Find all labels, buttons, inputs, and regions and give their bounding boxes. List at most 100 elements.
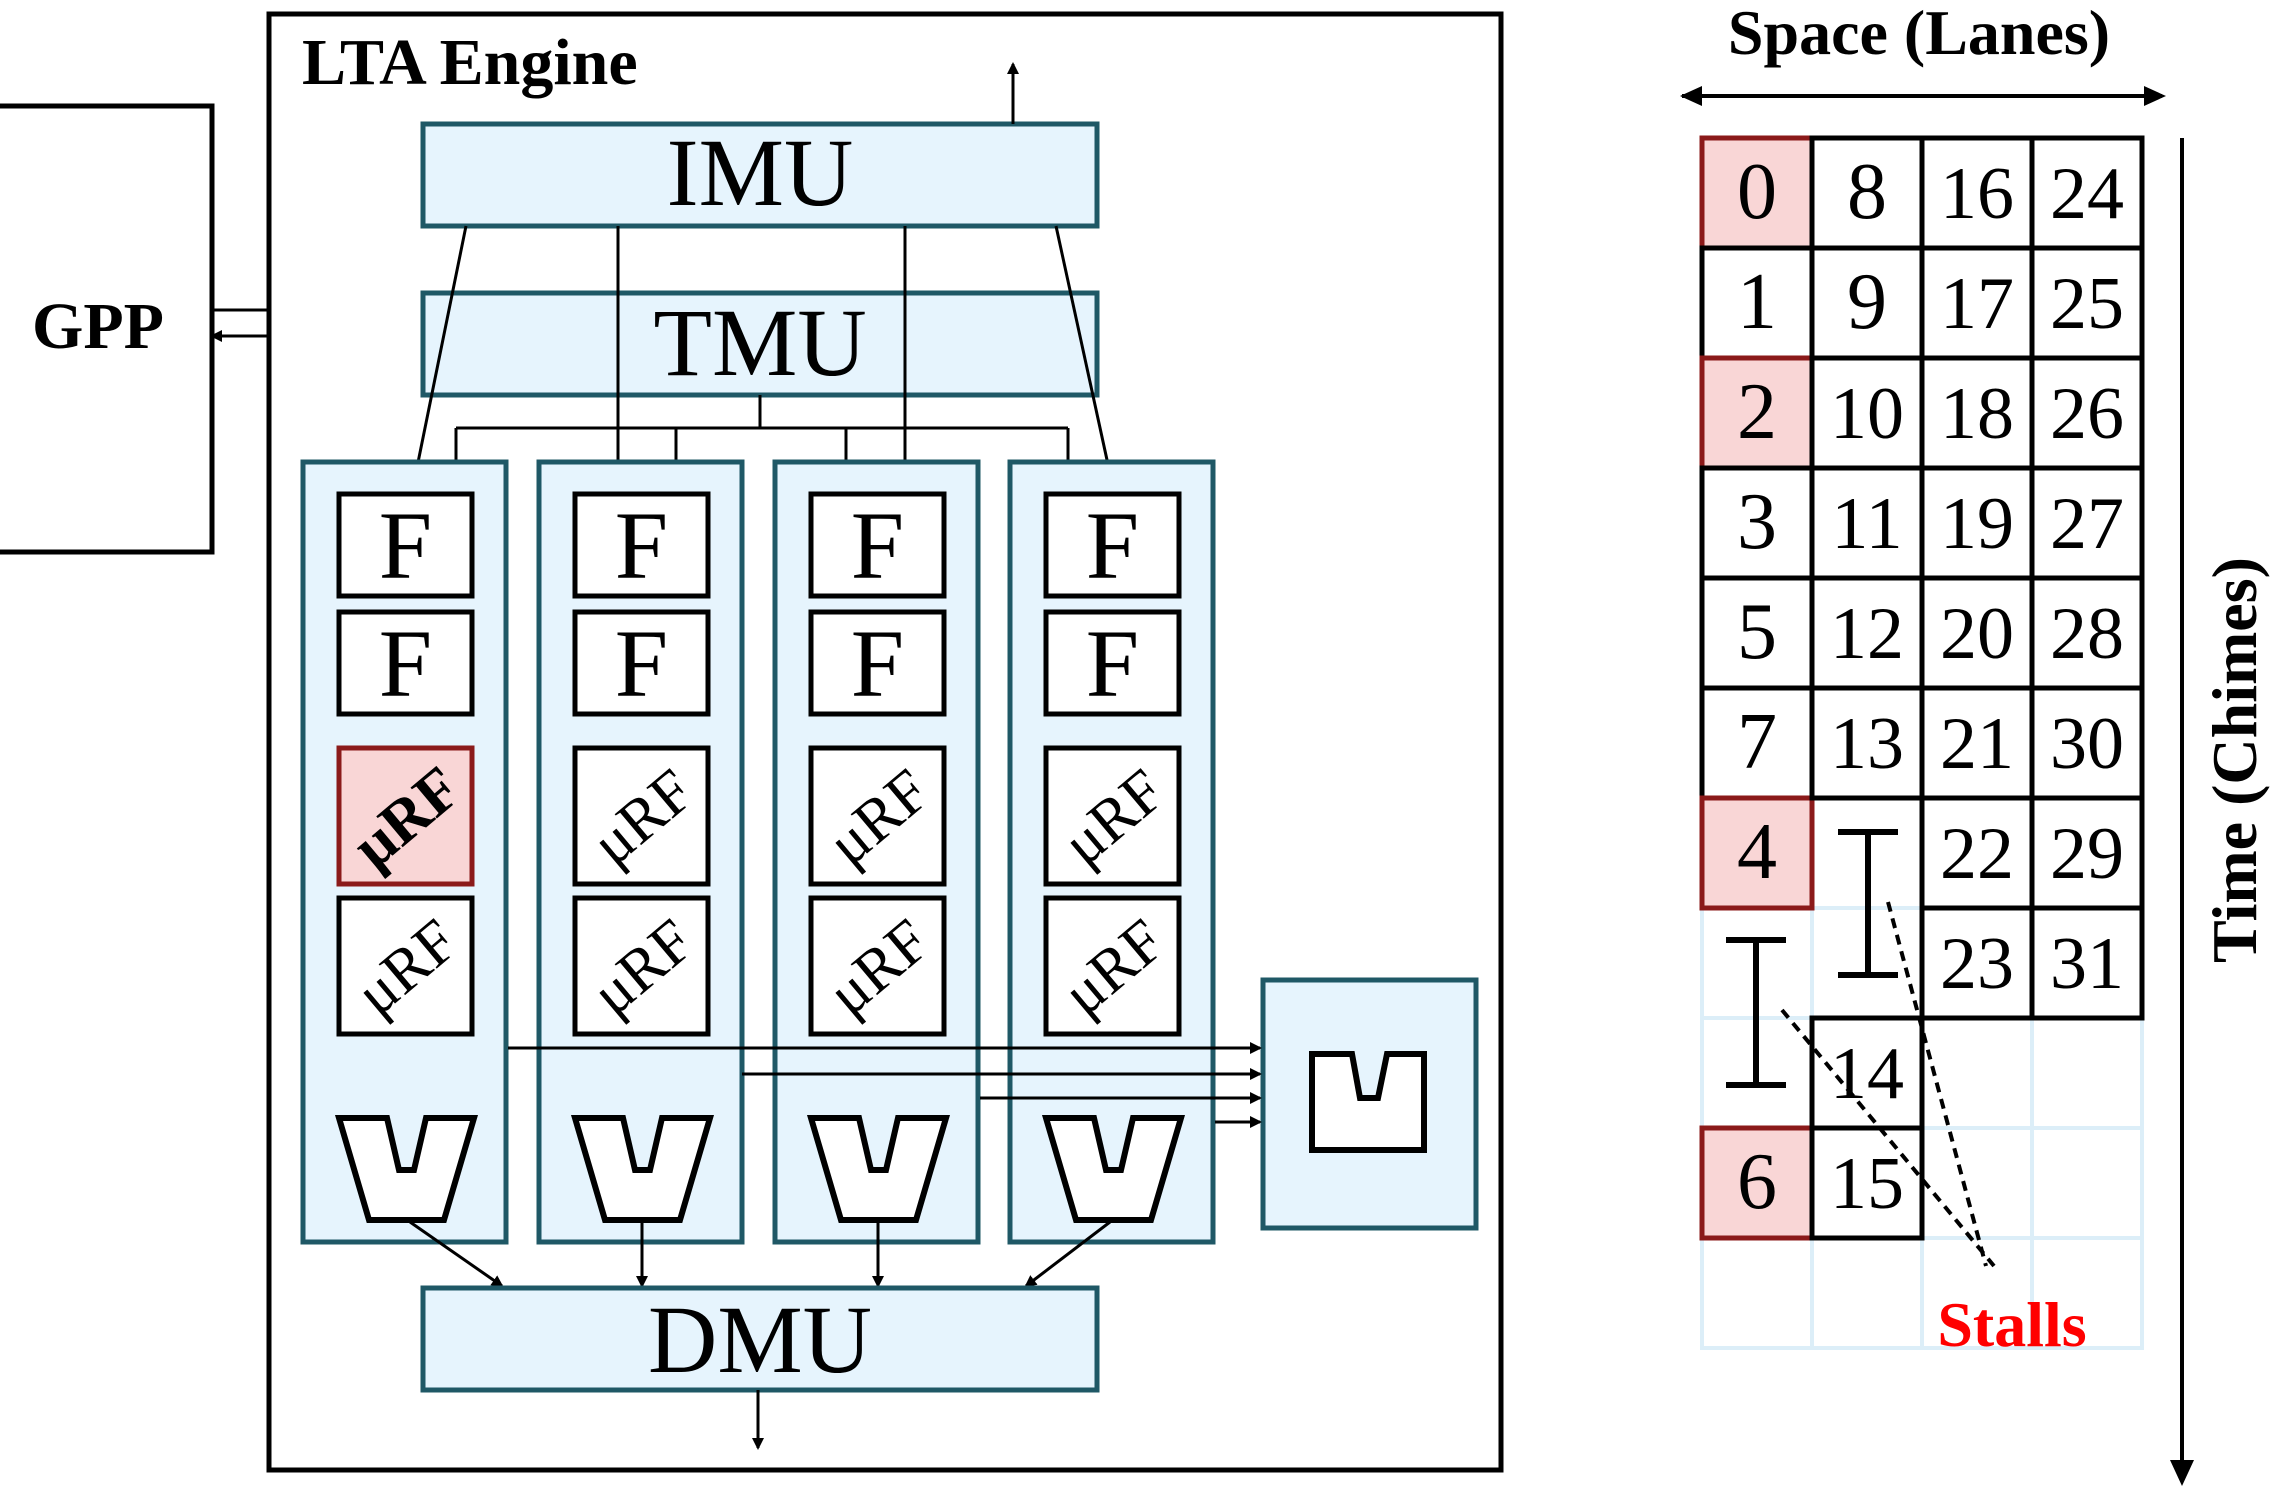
schedule-cell-value: 9 [1847,258,1887,346]
ghost-cell [1810,1236,1924,1350]
functional-unit-label: F [379,610,432,717]
schedule-grid: 0123574689101112131415161718192021222324… [1699,135,2145,1350]
schedule-cell [2029,245,2145,361]
functional-unit-box [336,491,475,599]
schedule-cell-highlighted [1699,1125,1815,1241]
register-file-box [572,745,711,887]
functional-unit-box [572,609,711,717]
schedule-cell-value: 25 [2050,263,2124,345]
schedule-cell-value: 0 [1737,148,1777,236]
engine-title: LTA Engine [302,26,638,99]
space-label: Space (Lanes) [1728,0,2110,68]
schedule-cell-value: 8 [1847,148,1887,236]
schedule-cell-value: 17 [1940,263,2014,345]
lane-column-2: 16 17 18 19 20 21 22 23 [1919,135,2035,1021]
functional-unit-box [1043,491,1182,599]
schedule-cell-value: 28 [2050,593,2124,675]
stall-markers [1726,829,1898,1088]
schedule-cell [1919,685,2035,801]
register-file-box [572,895,711,1037]
schedule-cell-value: 18 [1940,373,2014,455]
schedule-cell [1809,1125,1925,1241]
schedule-cell-value: 21 [1940,703,2014,785]
schedule-cell-value: 16 [1940,153,2014,235]
schedule-cell-value: 20 [1940,593,2014,675]
schedule-cell-value: 15 [1830,1143,1904,1225]
functional-unit-label: F [1086,492,1139,599]
schedule-cell-value: 11 [1831,483,1902,565]
schedule-cell-value: 4 [1737,808,1777,896]
schedule-cell-value: 26 [2050,373,2124,455]
schedule-cell [2029,355,2145,471]
schedule-cell-value: 10 [1830,373,1904,455]
schedule-cell-value: 12 [1830,593,1904,675]
functional-unit-box [336,609,475,717]
register-file-box [808,745,947,887]
tmu-label: TMU [653,289,866,396]
functional-unit-box [1043,609,1182,717]
schedule-cell [1919,795,2035,911]
gpp-label: GPP [32,290,164,363]
schedule-cell-value: 22 [1940,813,2014,895]
reduction-unit [1260,977,1479,1231]
space-axis: Space (Lanes) [1680,0,2166,106]
schedule-cell-highlighted [1699,795,1815,911]
ghost-cell [1920,1126,2034,1240]
schedule-cell-value: 6 [1737,1138,1777,1226]
functional-unit-label: F [379,492,432,599]
schedule-cell [2029,575,2145,691]
schedule-cell-value: 31 [2050,923,2124,1005]
functional-unit-box [808,491,947,599]
dmu-label: DMU [648,1286,872,1393]
schedule-cell-value: 29 [2050,813,2124,895]
schedule-cell-value: 23 [1940,923,2014,1005]
schedule-cell-value: 19 [1940,483,2014,565]
register-file-box-highlighted [336,745,475,887]
gpp-block: GPP [0,103,215,555]
schedule-cell [2029,795,2145,911]
functional-unit-box [808,609,947,717]
tmu-unit: TMU [420,289,1100,398]
schedule-cell-value: 5 [1737,588,1777,676]
stalls-label: Stalls [1937,1289,2086,1360]
register-file-box [1043,745,1182,887]
alu-icon [1041,1115,1186,1223]
schedule-cell-value: 3 [1737,478,1777,566]
functional-unit-label: F [851,610,904,717]
schedule-cell [1919,575,2035,691]
schedule-cell-value: 24 [2050,153,2124,235]
functional-unit-label: F [851,492,904,599]
imu-label: IMU [667,119,854,226]
functional-unit-label: F [615,492,668,599]
schedule-cell [1809,135,1925,251]
imu-unit: IMU [420,119,1100,229]
imu-to-lanes [408,225,1118,494]
alu-icon [570,1115,715,1223]
schedule-cell-value: 2 [1737,368,1777,456]
reduction-icon [1309,1051,1427,1153]
register-file-box [808,895,947,1037]
schedule-cell [2029,685,2145,801]
register-file-box [1043,895,1182,1037]
functional-unit-box [572,491,711,599]
stall-bracket-lane1 [1838,829,1898,978]
lanes-to-reduction [508,1042,1262,1128]
register-file-box [336,895,475,1037]
stall-pointers [1780,901,1996,1268]
stall-bracket-lane0 [1726,937,1786,1088]
time-axis: Time (Chimes) [2170,138,2270,1486]
alu-icon [806,1115,951,1223]
functional-unit-label: F [615,610,668,717]
ghost-cell [2030,1016,2144,1130]
schedule-cell-value: 1 [1737,258,1777,346]
schedule-cell [2029,905,2145,1021]
schedule-cell-value: 13 [1830,703,1904,785]
